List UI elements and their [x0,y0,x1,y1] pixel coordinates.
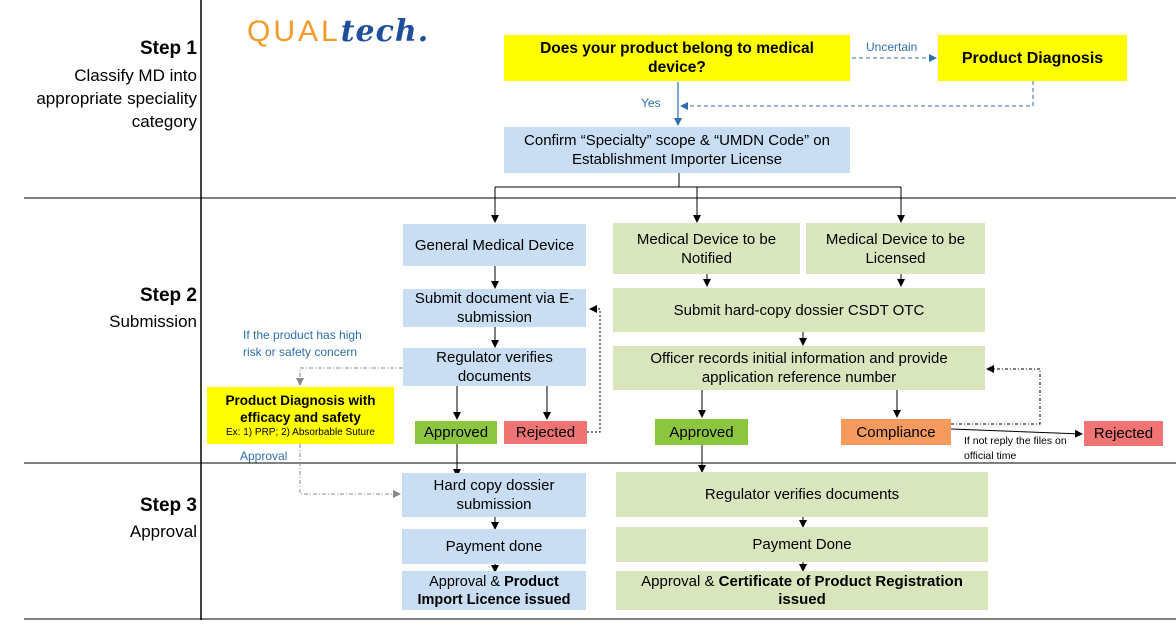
product-diagnosis-box: Product Diagnosis [938,35,1127,81]
licensed-device-box: Medical Device to be Licensed [806,223,985,274]
general-medical-device-box: General Medical Device [403,224,586,266]
yes-label: Yes [641,96,661,110]
notified-verify-box: Regulator verifies documents [616,472,988,517]
approval-arrow [299,444,401,498]
notified-device-box: Medical Device to be Notified [613,223,800,274]
uncertain-label: Uncertain [866,40,918,54]
diagnosis-efficacy-box: Product Diagnosis with efficacy and safe… [207,387,394,444]
csdt-submission-box: Submit hard-copy dossier CSDT OTC [613,288,985,332]
general-verify-box: Regulator verifies documents [403,348,586,386]
compliance-loop-arrow [951,365,1041,425]
approval-note: Approval [240,449,288,463]
step2-description: Submission [109,312,197,331]
officer-records-box: Officer records initial information and … [613,346,985,390]
notified-rejected-badge: Rejected [1084,421,1163,446]
risk-arrow [296,367,403,386]
compliance-badge: Compliance [841,419,951,445]
step3-title: Step 3 [139,495,197,516]
hard-copy-dossier-box: Hard copy dossier submission [402,473,586,517]
rejected-resubmit-arrow [587,305,601,433]
risk-note: If the product has high risk or safety c… [243,328,362,359]
e-submission-box: Submit document via E-submission [403,289,586,327]
step3-description: Approval [129,522,197,541]
notified-payment-box: Payment Done [616,527,988,562]
notified-approved-badge: Approved [655,419,748,445]
confirm-scope-box: Confirm “Specialty” scope & “UMDN Code” … [504,127,850,173]
general-approved-badge: Approved [415,421,497,444]
step1-description: Classify MD into appropriate speciality … [36,66,197,131]
medical-device-question: Does your product belong to medical devi… [504,35,850,81]
general-payment-box: Payment done [402,529,586,564]
diagnosis-return-arrow [680,81,1034,110]
step1-title: Step 1 [139,38,197,59]
no-reply-note: If not reply the files on official time [964,435,1067,462]
qualtech-logo: QUALtech. [247,14,430,49]
general-rejected-badge: Rejected [504,421,587,444]
certificate-registration-box: Approval & Certificate of Product Regist… [616,571,988,610]
product-import-licence-box: Approval & Product Import Licence issued [402,571,586,610]
step2-title: Step 2 [139,285,197,306]
